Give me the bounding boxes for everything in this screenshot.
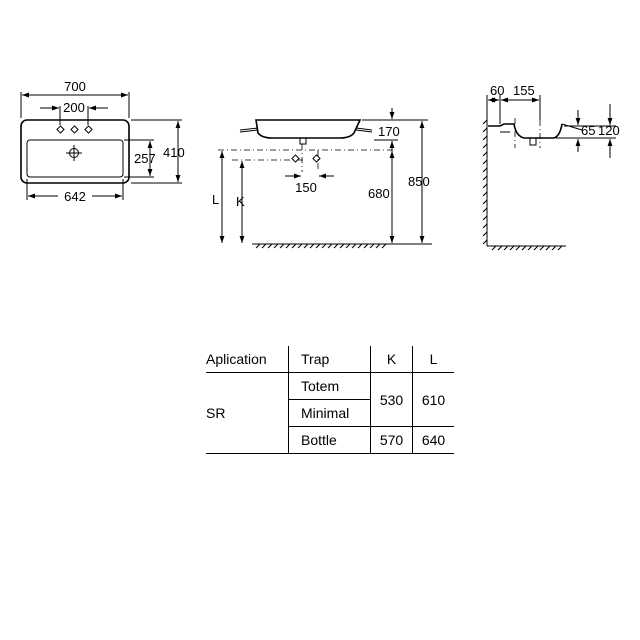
application-table: Aplication Trap K L SR Totem 530 610 Min… <box>206 346 454 454</box>
tap-hole-center <box>70 125 79 134</box>
header-trap: Trap <box>288 346 371 373</box>
cell-application: SR <box>206 372 289 454</box>
cell-trap: Totem <box>288 372 371 400</box>
dim-side-155: 155 <box>513 83 535 98</box>
label-l: L <box>212 192 219 207</box>
top-view: 700 200 410 257 642 <box>20 79 185 204</box>
dim-side-65: 65 <box>581 123 595 138</box>
dim-depth-inner: 257 <box>134 151 156 166</box>
basin-outline <box>20 119 130 184</box>
table-row: Minimal <box>206 399 454 427</box>
header-l: L <box>412 346 454 373</box>
cell-l: 640 <box>412 426 454 454</box>
cell-k: 570 <box>370 426 413 454</box>
dim-basin-height: 170 <box>378 124 400 139</box>
dim-waste-offset: 150 <box>295 180 317 195</box>
cell-trap: Minimal <box>288 399 371 427</box>
tap-hole-right <box>84 125 93 134</box>
table-header-row: Aplication Trap K L <box>206 346 454 373</box>
header-k: K <box>370 346 413 373</box>
dim-height-680: 680 <box>368 186 390 201</box>
basin-side-profile <box>488 123 563 139</box>
dim-width-outer: 700 <box>64 79 86 94</box>
dim-width-inner: 642 <box>64 189 86 204</box>
front-view: 170 150 L K 680 850 <box>212 108 432 249</box>
dim-height-850: 850 <box>408 174 430 189</box>
dim-depth-outer: 410 <box>163 145 185 160</box>
cell-trap: Bottle <box>288 426 371 454</box>
bowl-outline <box>26 139 124 178</box>
table-row: Bottle 570 640 <box>206 426 454 454</box>
table-row: SR Totem 530 610 <box>206 372 454 454</box>
dim-tap-spacing: 200 <box>63 100 85 115</box>
cell-l: 610 <box>412 372 454 427</box>
side-view: 60 155 65 120 <box>482 83 620 251</box>
tap-hole-left <box>56 125 65 134</box>
cell-k: 530 <box>370 372 413 427</box>
dim-side-60: 60 <box>490 83 504 98</box>
basin-profile <box>255 119 362 139</box>
label-k: K <box>236 194 245 209</box>
header-aplication: Aplication <box>206 346 289 373</box>
dim-side-120: 120 <box>598 123 620 138</box>
